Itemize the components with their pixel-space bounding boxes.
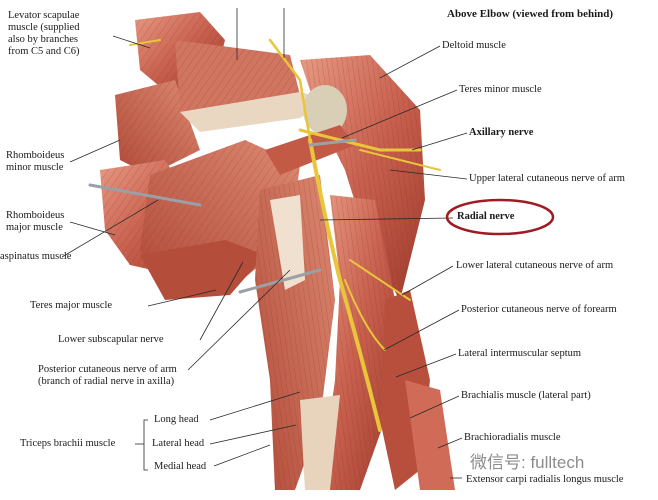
lower-lateral-cutaneous-path	[349, 259, 411, 301]
figure-title: Above Elbow (viewed from behind)	[447, 8, 614, 20]
label-lateral-head: Lateral head	[152, 438, 205, 449]
label-posterior-cutaneous-forearm: Posterior cutaneous nerve of forearm	[461, 304, 617, 315]
label-axillary-nerve: Axillary nerve	[469, 127, 534, 138]
radial-nerve-path	[308, 138, 382, 432]
label-levator-line3: also by branches	[8, 34, 78, 45]
label-medial-head: Medial head	[154, 461, 207, 472]
label-levator-line4: from C5 and C6)	[8, 46, 80, 57]
label-teres-minor: Teres minor muscle	[459, 84, 542, 95]
label-lower-subscapular: Lower subscapular nerve	[58, 334, 164, 345]
label-rhomboid-minor-line1: Rhomboideus	[6, 150, 65, 161]
label-post-cut-arm-line1: Posterior cutaneous nerve of arm	[38, 364, 177, 375]
label-teres-major: Teres major muscle	[30, 300, 113, 311]
label-brachialis: Brachialis muscle (lateral part)	[461, 390, 591, 401]
watermark-text: 微信号: fulltech	[470, 453, 585, 472]
levator-nerve-path	[129, 39, 161, 46]
radial-nerve-highlight	[445, 198, 555, 236]
label-levator-line1: Levator scapulae	[8, 10, 80, 21]
retractor-rods	[88, 138, 357, 294]
label-triceps: Triceps brachii muscle	[20, 438, 116, 449]
leader-lines	[61, 8, 468, 479]
brachioradialis-shape	[405, 380, 455, 490]
label-lateral-intermuscular-septum: Lateral intermuscular septum	[458, 348, 582, 359]
label-radial-nerve: Radial nerve	[457, 211, 515, 222]
medial-head-tendon-shape	[300, 395, 340, 490]
teres-major-shape	[140, 240, 265, 300]
upper-plexus-path	[268, 38, 312, 142]
label-infraspinatus: aspinatus muscle	[0, 251, 72, 262]
scapular-spine-tendon	[180, 92, 330, 132]
upper-lateral-cutaneous-path	[359, 149, 441, 171]
label-rhomboid-minor-line2: minor muscle	[6, 162, 64, 173]
label-deltoid: Deltoid muscle	[442, 40, 506, 51]
label-brachioradialis: Brachioradialis muscle	[464, 432, 561, 443]
humeral-head-shape	[303, 85, 347, 135]
label-long-head: Long head	[154, 414, 199, 425]
label-rhomboid-major-line1: Rhomboideus	[6, 210, 65, 221]
label-post-cut-arm-line2: (branch of radial nerve in axilla)	[38, 376, 175, 387]
triceps-tendon-shape	[270, 195, 305, 290]
posterior-cutaneous-forearm-path	[344, 279, 386, 351]
label-levator-line2: muscle (supplied	[8, 22, 80, 33]
label-rhomboid-major-line2: major muscle	[6, 222, 63, 233]
label-extensor-carpi: Extensor carpi radialis longus muscle	[466, 474, 624, 485]
label-upper-lateral-cutaneous: Upper lateral cutaneous nerve of arm	[469, 173, 625, 184]
label-lower-lateral-cutaneous: Lower lateral cutaneous nerve of arm	[456, 260, 614, 271]
